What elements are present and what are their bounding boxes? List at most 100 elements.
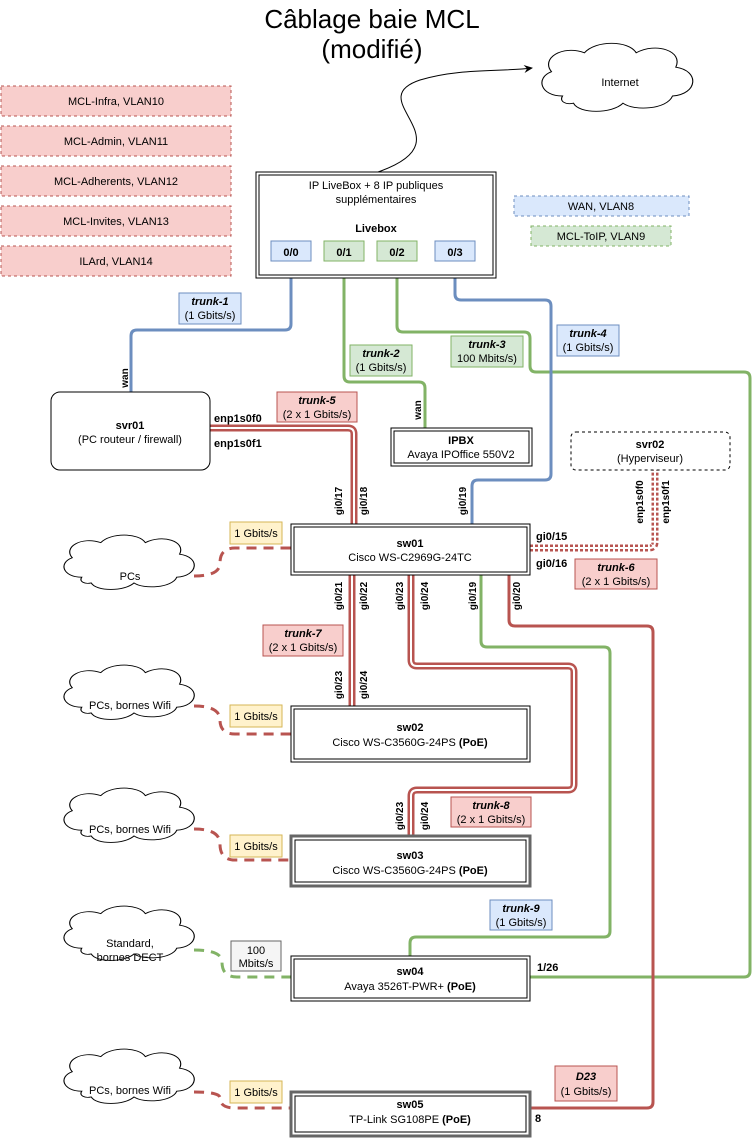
sw01-port-label: gi0/19 bbox=[458, 486, 469, 515]
diagram-title-line1: Câblage baie MCL bbox=[264, 4, 479, 34]
d23-speed: (1 Gbits/s) bbox=[561, 1086, 612, 1098]
vlan-legend-label: ILArd, VLAN14 bbox=[79, 256, 152, 268]
trunk-3-label: trunk-3 100 Mbits/s) bbox=[450, 335, 524, 368]
ipbx-node: IPBX Avaya IPOffice 550V2 bbox=[390, 427, 533, 467]
sw01-port-label: gi0/24 bbox=[420, 581, 431, 610]
trunk-5-label: trunk-5 (2 x 1 Gbits/s) bbox=[276, 391, 358, 423]
vlan-legend-item bbox=[0, 205, 232, 237]
wifi1-cloud-link bbox=[193, 704, 291, 736]
sw02-poe: (PoE) bbox=[459, 737, 488, 749]
sw03-name: sw03 bbox=[397, 850, 424, 862]
sw01-port-label: gi0/16 bbox=[536, 558, 567, 570]
pcs-cloud-label: PCs bbox=[120, 571, 141, 583]
sw03-desc-line: Cisco WS-C3560G-24PS (PoE) bbox=[332, 865, 488, 877]
trunk-2-cable bbox=[342, 260, 427, 428]
livebox-port-label: 0/1 bbox=[336, 247, 351, 259]
trunk-5-cable-gap bbox=[210, 427, 355, 524]
livebox-name: Livebox bbox=[355, 223, 397, 235]
wifi3-cloud-label: PCs, bornes Wifi bbox=[89, 1085, 171, 1097]
trunk-3-cable bbox=[395, 260, 752, 979]
vlan-legend-item bbox=[0, 165, 232, 197]
ipbx-desc: Avaya IPOffice 550V2 bbox=[407, 449, 514, 461]
pcs-speed-label: 1 Gbits/s bbox=[229, 521, 283, 545]
trunk-8-label: trunk-8 (2 x 1 Gbits/s) bbox=[450, 796, 532, 828]
trunk-2-name: trunk-2 bbox=[362, 348, 399, 360]
wifi2-cloud-link bbox=[193, 827, 291, 862]
svr02-desc: (Hyperviseur) bbox=[617, 453, 683, 465]
trunk-4-label: trunk-4 (1 Gbits/s) bbox=[556, 324, 620, 357]
trunk-6-cable-gap bbox=[530, 470, 656, 549]
vlan-legend-label: MCL-Infra, VLAN10 bbox=[68, 96, 164, 108]
sw03-node: sw03 Cisco WS-C3560G-24PS (PoE) bbox=[289, 834, 532, 888]
trunk-5-speed: (2 x 1 Gbits/s) bbox=[283, 409, 351, 421]
trunk-8-name: trunk-8 bbox=[472, 800, 510, 812]
trunk-7-speed: (2 x 1 Gbits/s) bbox=[269, 642, 337, 654]
dect-speed-label: 100 Mbits/s bbox=[230, 940, 282, 972]
trunk-3-speed: 100 Mbits/s) bbox=[457, 353, 517, 365]
livebox-desc-line1: IP LiveBox + 8 IP publiques bbox=[309, 180, 444, 192]
svr01-desc: (PC routeur / firewall) bbox=[78, 434, 182, 446]
trunk-9-speed: (1 Gbits/s) bbox=[496, 917, 547, 929]
ipbx-name: IPBX bbox=[448, 435, 474, 447]
sw03-port-label: gi0/23 bbox=[395, 801, 406, 830]
pcs-speed: 1 Gbits/s bbox=[234, 528, 278, 540]
trunk-6-label: trunk-6 (2 x 1 Gbits/s) bbox=[574, 558, 658, 590]
sw05-desc-line: TP-Link SG108PE (PoE) bbox=[349, 1114, 471, 1126]
trunk-5-name: trunk-5 bbox=[298, 395, 336, 407]
diagram-title-line2: (modifié) bbox=[321, 34, 422, 64]
livebox-port bbox=[376, 240, 418, 262]
trunk-2-label: trunk-2 (1 Gbits/s) bbox=[349, 344, 413, 377]
wifi3-speed-label: 1 Gbits/s bbox=[229, 1080, 283, 1104]
wifi1-cloud-label: PCs, bornes Wifi bbox=[89, 700, 171, 712]
trunk-9-label: trunk-9 (1 Gbits/s) bbox=[489, 899, 553, 931]
trunk-4-cable bbox=[453, 260, 553, 524]
sw05-poe: (PoE) bbox=[442, 1114, 471, 1126]
d23-name: D23 bbox=[576, 1071, 596, 1083]
sw05-desc: TP-Link SG108PE bbox=[349, 1114, 439, 1126]
trunk-1-cable bbox=[129, 260, 293, 392]
sw02-port-label: gi0/24 bbox=[359, 670, 370, 699]
svr01-nic1-label: enp1s0f1 bbox=[214, 438, 262, 450]
wifi2-speed: 1 Gbits/s bbox=[234, 841, 278, 853]
trunk-7-name: trunk-7 bbox=[284, 628, 322, 640]
sw01-node: sw01 Cisco WS-C2969G-24TC bbox=[290, 523, 531, 576]
sw01-port-label: gi0/20 bbox=[512, 581, 523, 610]
trunk-8-speed: (2 x 1 Gbits/s) bbox=[457, 814, 525, 826]
vlan-legend-label: MCL-Adherents, VLAN12 bbox=[54, 176, 178, 188]
dect-speed-line1: 100 bbox=[247, 945, 265, 957]
internet-link bbox=[377, 65, 533, 173]
trunk-1-speed: (1 Gbits/s) bbox=[185, 310, 236, 322]
sw04-desc-line: Avaya 3526T-PWR+ (PoE) bbox=[344, 981, 476, 993]
sw03-port-label: gi0/24 bbox=[420, 801, 431, 830]
svr02-node: svr02 (Hyperviseur) bbox=[570, 431, 731, 471]
vlan-legend-item bbox=[0, 245, 232, 277]
wifi2-speed-label: 1 Gbits/s bbox=[229, 834, 283, 858]
sw01-port-label: gi0/18 bbox=[359, 486, 370, 515]
trunk-1-label: trunk-1 (1 Gbits/s) bbox=[178, 292, 242, 325]
livebox-desc-line2: supplémentaires bbox=[336, 194, 417, 206]
trunk-9-name: trunk-9 bbox=[502, 903, 540, 915]
sw01-port-label: gi0/15 bbox=[536, 531, 567, 543]
svr01-name: svr01 bbox=[116, 420, 145, 432]
livebox-port-label: 0/2 bbox=[389, 247, 404, 259]
trunk-4-speed: (1 Gbits/s) bbox=[563, 342, 614, 354]
sw03-poe: (PoE) bbox=[459, 865, 488, 877]
svr01-wan-label: wan bbox=[120, 368, 131, 388]
sw01-desc: Cisco WS-C2969G-24TC bbox=[348, 552, 472, 564]
dect-cloud-label-line2: bornes DECT bbox=[97, 952, 164, 964]
sw04-name: sw04 bbox=[397, 966, 425, 978]
trunk-6-name: trunk-6 bbox=[597, 562, 635, 574]
pcs-cloud-link bbox=[193, 546, 291, 578]
wan-vlan-label: WAN, VLAN8 bbox=[568, 201, 634, 213]
trunk-4-name: trunk-4 bbox=[569, 328, 606, 340]
sw01-port-label: gi0/23 bbox=[395, 581, 406, 610]
livebox-port-label: 0/0 bbox=[283, 247, 298, 259]
sw01-port-label: gi0/21 bbox=[334, 581, 345, 610]
livebox-port bbox=[323, 240, 365, 262]
sw02-desc-line: Cisco WS-C3560G-24PS (PoE) bbox=[332, 737, 488, 749]
dect-cloud-label-line1: Standard, bbox=[106, 938, 154, 950]
toip-vlan-legend bbox=[530, 225, 672, 247]
sw03-desc: Cisco WS-C3560G-24PS bbox=[332, 865, 456, 877]
trunk-8-cable-gap bbox=[410, 575, 575, 836]
